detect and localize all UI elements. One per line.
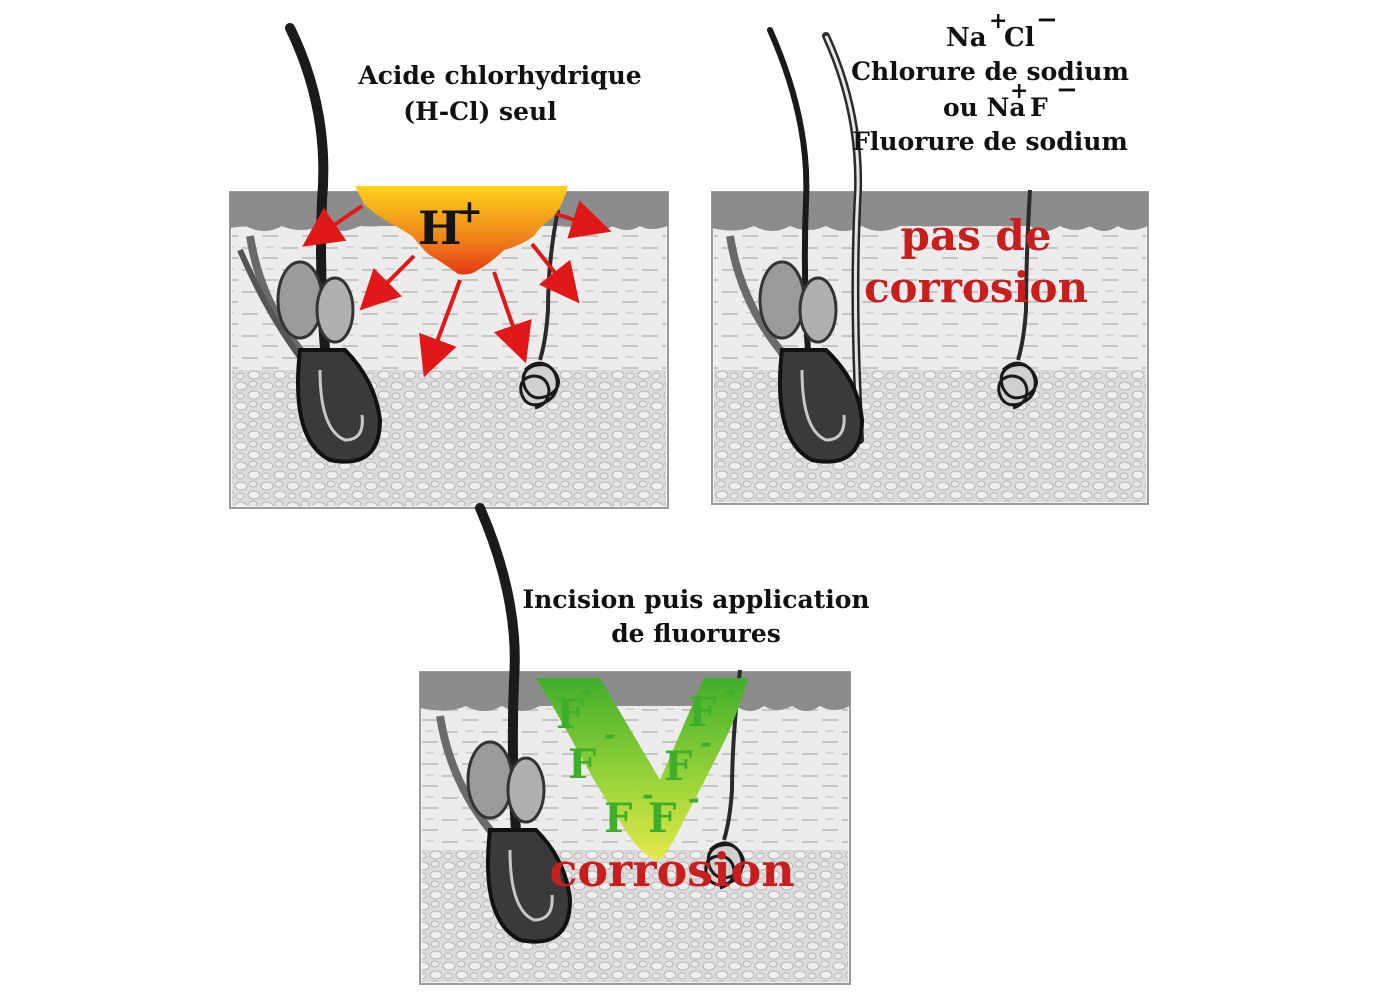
acid-lesion — [355, 186, 568, 275]
svg-text:F: F — [556, 691, 584, 738]
panel-hcl: H + Acide chlorhydrique (H-Cl) seul — [229, 23, 669, 509]
hair-follicle-bottom — [436, 503, 573, 944]
sweat-gland-right — [997, 189, 1038, 410]
svg-text:F: F — [664, 743, 692, 790]
svg-text:+: + — [456, 192, 483, 230]
svg-text:−: − — [1056, 75, 1078, 105]
no-corrosion-line2: corrosion — [864, 263, 1088, 312]
svg-text:F: F — [568, 741, 596, 788]
svg-text:F: F — [1030, 93, 1048, 122]
panel-incision-fluoride: F - F - F - F - F - F - corrosion Incisi… — [419, 503, 870, 985]
incision-title-line2: de fluorures — [611, 619, 781, 648]
svg-text:-: - — [580, 674, 592, 707]
no-corrosion-line1: pas de — [901, 211, 1052, 260]
svg-text:Na: Na — [946, 23, 987, 53]
svg-text:F: F — [648, 795, 676, 842]
svg-text:+: + — [1010, 78, 1028, 104]
incision-title-line1: Incision puis application — [522, 585, 869, 614]
fluoride-ions: F - F - F - F - F - F - — [556, 674, 736, 842]
svg-text:+: + — [989, 8, 1007, 34]
formula-nacl: Na + Cl − — [946, 5, 1058, 53]
panel-sodium-salts: Na + Cl − Chlorure de sodium ou Na + F −… — [711, 5, 1149, 505]
hcl-title-line2: (H-Cl) seul — [403, 97, 556, 126]
svg-text:ou Na: ou Na — [943, 93, 1026, 122]
svg-text:-: - — [724, 674, 736, 707]
skin-block-right — [711, 191, 1149, 505]
svg-text:F: F — [688, 689, 716, 736]
naf-name: Fluorure de sodium — [852, 127, 1128, 156]
sweat-gland-left — [519, 209, 560, 410]
h-ion-label: H + — [418, 192, 483, 255]
nacl-name: Chlorure de sodium — [851, 57, 1129, 86]
svg-text:-: - — [688, 782, 700, 815]
svg-text:Cl: Cl — [1004, 23, 1035, 53]
svg-text:-: - — [604, 718, 616, 751]
formula-naf: ou Na + F − — [943, 75, 1078, 122]
corrosion-label: corrosion — [549, 843, 794, 897]
svg-text:-: - — [642, 778, 654, 811]
svg-text:F: F — [604, 795, 632, 842]
acid-diffusion-arrows — [302, 200, 612, 378]
svg-text:−: − — [1036, 5, 1058, 35]
svg-text:-: - — [700, 726, 712, 759]
fluoride-incision — [536, 678, 748, 860]
hair-follicle-right — [726, 27, 865, 464]
hcl-title-line1: Acide chlorhydrique — [357, 61, 641, 90]
svg-text:H: H — [418, 201, 461, 255]
hair-follicle-left — [237, 23, 383, 464]
